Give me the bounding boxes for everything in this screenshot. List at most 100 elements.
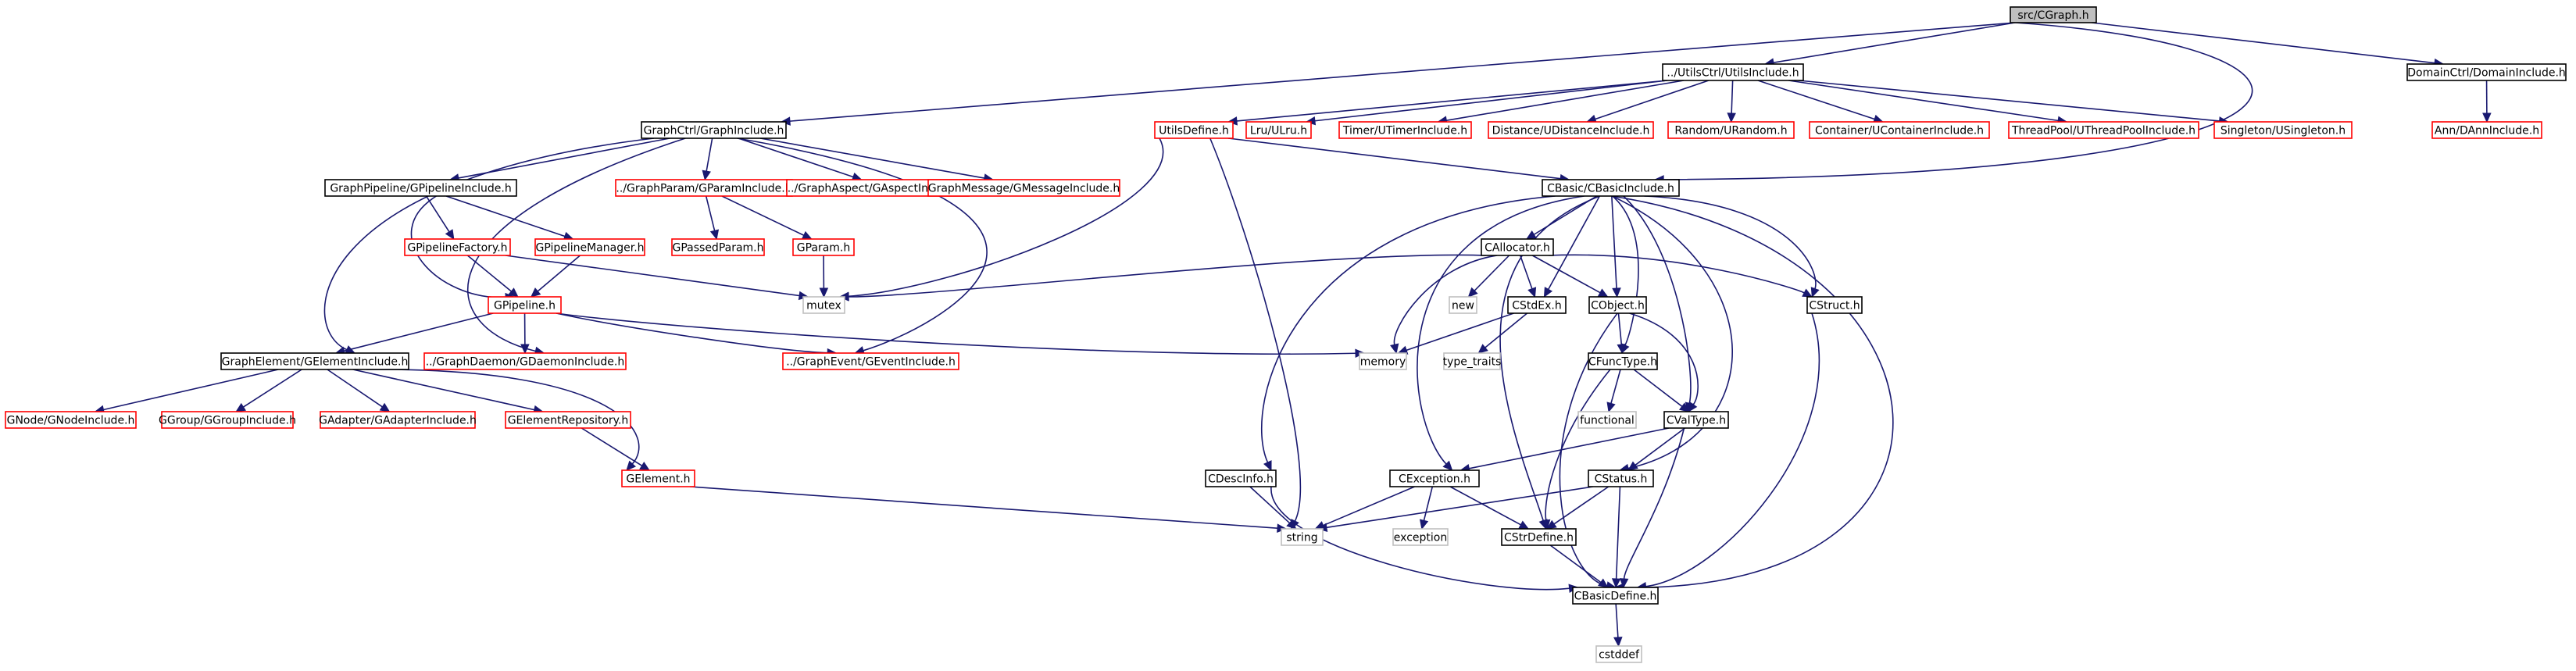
node-label: Container/UContainerInclude.h xyxy=(1815,125,1984,137)
edge-line xyxy=(1617,312,1623,345)
edge-gelement_inc-to-gadapter_inc xyxy=(327,369,391,412)
node-gpipeline[interactable]: GPipeline.h xyxy=(488,296,562,314)
edge-gelement_inc-to-gelement_repo xyxy=(352,369,544,415)
node-gparam[interactable]: GParam.h xyxy=(792,238,855,256)
node-box xyxy=(1577,411,1637,429)
node-gmessage-inc[interactable]: GraphMessage/GMessageInclude.h xyxy=(927,179,1120,197)
edge-cobject-to-cvaltype xyxy=(1629,312,1699,412)
edge-line xyxy=(737,137,988,352)
node-cobject[interactable]: CObject.h xyxy=(1588,296,1647,314)
edge-gelement_inc-to-gnode_inc xyxy=(94,369,279,415)
node-gdaemon-inc[interactable]: ../GraphDaemon/GDaemonInclude.h xyxy=(423,352,627,370)
node-ann[interactable]: Ann/DAnnInclude.h xyxy=(2431,121,2542,139)
edge-line xyxy=(581,427,643,466)
edge-arrowhead xyxy=(1442,460,1453,471)
node-root[interactable]: src/CGraph.h xyxy=(2010,6,2097,23)
node-cbasic-inc[interactable]: CBasic/CBasicInclude.h xyxy=(1542,179,1680,197)
edge-arrowhead xyxy=(1612,287,1621,298)
node-cvaltype[interactable]: CValType.h xyxy=(1663,411,1729,429)
node-gevent-inc[interactable]: ../GraphEvent/GEventInclude.h xyxy=(782,352,959,370)
edge-graph_inc-to-gparam_inc xyxy=(702,137,713,181)
node-box xyxy=(1443,352,1501,370)
node-cstruct[interactable]: CStruct.h xyxy=(1806,296,1863,314)
node-box xyxy=(792,238,855,256)
node-label: CException.h xyxy=(1399,473,1470,486)
node-cstrdefine[interactable]: CStrDefine.h xyxy=(1501,528,1577,546)
edge-gpipeline_factory-to-gpipeline xyxy=(466,255,519,298)
node-domain-inc[interactable]: DomainCtrl/DomainInclude.h xyxy=(2406,63,2567,81)
edge-line xyxy=(1623,195,1692,404)
node-cexception[interactable]: CException.h xyxy=(1389,469,1480,487)
node-box xyxy=(1663,411,1729,429)
node-cstdex[interactable]: CStdEx.h xyxy=(1507,296,1567,314)
node-gpipeline-manager[interactable]: GPipelineManager.h xyxy=(534,238,645,256)
edge-line xyxy=(1469,427,1670,469)
edge-cvaltype-to-cbasic_define xyxy=(1619,427,1685,589)
node-box xyxy=(161,411,294,429)
edge-root-to-graph_inc xyxy=(780,22,2016,126)
node-label: ../GraphAspect/GAspectInclude.h xyxy=(788,183,969,195)
edge-utils_inc-to-utils_define xyxy=(1227,80,1668,126)
node-utils-inc[interactable]: ../UtilsCtrl/UtilsInclude.h xyxy=(1662,63,1804,81)
node-threadpool[interactable]: ThreadPool/UThreadPoolInclude.h xyxy=(2008,121,2199,139)
node-random[interactable]: Random/URandom.h xyxy=(1667,121,1795,139)
edge-line xyxy=(1731,80,1734,114)
node-cfunctype[interactable]: CFuncType.h xyxy=(1588,352,1658,370)
edge-line xyxy=(1559,312,1618,587)
edge-line xyxy=(1446,80,1685,121)
node-gelement[interactable]: GElement.h xyxy=(621,469,695,487)
edge-line xyxy=(2091,22,2435,64)
node-label: CFuncType.h xyxy=(1588,356,1657,369)
edge-arrowhead xyxy=(1688,402,1698,412)
edge-cstdex-to-memory xyxy=(1397,312,1514,355)
node-box xyxy=(1572,587,1659,605)
node-gparam-inc[interactable]: ../GraphParam/GParamInclude.h xyxy=(615,179,793,197)
node-box xyxy=(1501,528,1577,546)
node-cbasic-define[interactable]: CBasicDefine.h xyxy=(1572,587,1659,605)
edge-gpipeline-to-gdaemon_inc xyxy=(520,312,530,355)
node-label: CValType.h xyxy=(1667,415,1726,427)
edge-line xyxy=(1615,603,1619,638)
node-gelement-inc[interactable]: GraphElement/GElementInclude.h xyxy=(220,352,409,370)
edge-cexception-to-cstrdefine xyxy=(1449,486,1530,530)
node-callocator[interactable]: CAllocator.h xyxy=(1481,238,1554,256)
edge-arrowhead xyxy=(1598,578,1609,588)
node-lru[interactable]: Lru/ULru.h xyxy=(1245,121,1312,139)
node-gelement-repo[interactable]: GElementRepository.h xyxy=(505,411,631,429)
node-memory: memory xyxy=(1359,352,1407,370)
node-singleton[interactable]: Singleton/USingleton.h xyxy=(2213,121,2353,139)
node-gpassed-param[interactable]: GPassedParam.h xyxy=(671,238,765,256)
node-cstatus[interactable]: CStatus.h xyxy=(1588,469,1654,487)
node-graph-inc[interactable]: GraphCtrl/GraphInclude.h xyxy=(641,121,787,139)
node-utils-define[interactable]: UtilsDefine.h xyxy=(1154,121,1234,139)
edge-arrowhead xyxy=(520,344,530,355)
edge-line xyxy=(323,137,655,351)
node-new: new xyxy=(1449,296,1477,314)
node-ggroup-inc[interactable]: GGroup/GGroupInclude.h xyxy=(159,411,296,429)
node-gaspect-inc[interactable]: ../GraphAspect/GAspectInclude.h xyxy=(786,179,970,197)
edge-callocator-to-mutex xyxy=(838,254,1487,302)
node-container[interactable]: Container/UContainerInclude.h xyxy=(1809,121,1990,139)
node-cdescinfo[interactable]: CDescInfo.h xyxy=(1205,469,1277,487)
node-box xyxy=(1488,121,1654,139)
edge-line xyxy=(1610,369,1621,404)
node-timer[interactable]: Timer/UTimerInclude.h xyxy=(1338,121,1472,139)
node-gpipeline-inc[interactable]: GraphPipeline/GPipelineInclude.h xyxy=(324,179,517,197)
edge-arrowhead xyxy=(1597,288,1609,298)
edge-line xyxy=(467,137,686,352)
node-label: exception xyxy=(1394,532,1447,544)
node-box xyxy=(1667,121,1795,139)
edge-arrowhead xyxy=(1525,230,1537,240)
node-label: CObject.h xyxy=(1591,300,1645,312)
node-box xyxy=(505,411,631,429)
node-gnode-inc[interactable]: GNode/GNodeInclude.h xyxy=(5,411,137,429)
node-gpipeline-factory[interactable]: GPipelineFactory.h xyxy=(404,238,511,256)
edge-cvaltype-to-cstatus xyxy=(1627,427,1685,471)
edge-cbasic_define-to-cstddef xyxy=(1613,603,1623,648)
node-label: Distance/UDistanceInclude.h xyxy=(1492,125,1650,137)
edge-arrowhead xyxy=(639,462,650,471)
node-gadapter-inc[interactable]: GAdapter/GAdapterInclude.h xyxy=(319,411,477,429)
edge-arrowhead xyxy=(1606,402,1616,413)
node-distance[interactable]: Distance/UDistanceInclude.h xyxy=(1488,121,1654,139)
node-label: UtilsDefine.h xyxy=(1159,125,1229,137)
